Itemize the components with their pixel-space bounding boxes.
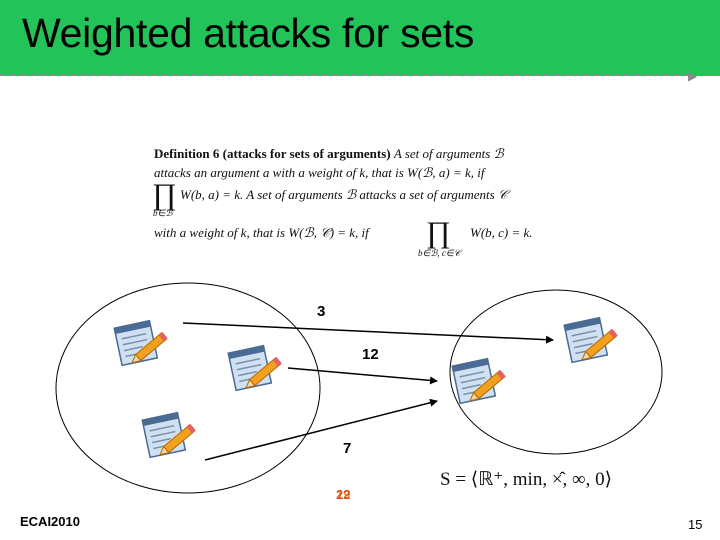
- notepad-pencil-icon: [451, 357, 506, 405]
- notepad-pencil-icon: [227, 344, 282, 392]
- notepad-pencil-icon: [113, 319, 168, 367]
- definition-heading: Definition 6: [154, 146, 220, 161]
- definition-line-3: W(b, a) = k. A set of arguments ℬ attack…: [180, 187, 507, 203]
- notepad-pencil-icon: [563, 316, 618, 364]
- header-divider: [0, 74, 690, 76]
- definition-line-2: attacks an argument a with a weight of k…: [154, 165, 484, 181]
- weight-label-3: 3: [317, 303, 326, 320]
- attacker-set-ellipse: [55, 282, 321, 494]
- weight-label-12: 12: [362, 346, 379, 363]
- definition-line-4-end-text: W(b, c) = k.: [470, 225, 533, 240]
- attack-arrow-12: [287, 367, 438, 385]
- divider-arrow-icon: ▶: [688, 69, 698, 83]
- weight-label-7: 7: [343, 440, 352, 457]
- slide-title: Weighted attacks for sets: [22, 10, 475, 56]
- notepad-pencil-icon: [141, 411, 196, 459]
- product-symbol-1: ∏: [152, 178, 177, 211]
- definition-line-3-text: W(b, a) = k. A set of arguments ℬ attack…: [180, 187, 508, 202]
- definition-line-1: Definition 6 (attacks for sets of argume…: [154, 146, 504, 162]
- definition-line-4-end: W(b, c) = k.: [470, 225, 533, 241]
- definition-line-4: with a weight of k, that is W(ℬ, 𝒞) = k,…: [154, 225, 369, 241]
- definition-line-4-text: with a weight of k, that is W(ℬ, 𝒞) = k,…: [154, 225, 369, 240]
- footer-conference: ECAI2010: [20, 514, 80, 529]
- definition-heading-paren: (attacks for sets of arguments): [222, 146, 391, 161]
- attack-arrow-3: [182, 322, 554, 344]
- definition-line-2-text: attacks an argument a with a weight of k…: [154, 165, 485, 180]
- title-bar: [0, 0, 720, 76]
- overlap-number-19: 19: [336, 487, 351, 502]
- definition-block: Definition 6 (attacks for sets of argume…: [150, 142, 580, 262]
- overlap-number-22: 22: [336, 487, 351, 502]
- attack-arrow-7: [204, 398, 438, 461]
- page-number: 15: [688, 517, 703, 532]
- product-subscript-1: b∈ℬ: [153, 208, 173, 218]
- product-subscript-2: b∈ℬ, c∈𝒞: [418, 248, 461, 258]
- semiring-formula: S = ⟨ℝ⁺, min, ×̂, ∞, 0⟩: [440, 469, 613, 490]
- product-symbol-2: ∏: [426, 216, 451, 249]
- definition-line-1-text: A set of arguments ℬ: [393, 146, 504, 161]
- target-set-ellipse: [449, 289, 663, 455]
